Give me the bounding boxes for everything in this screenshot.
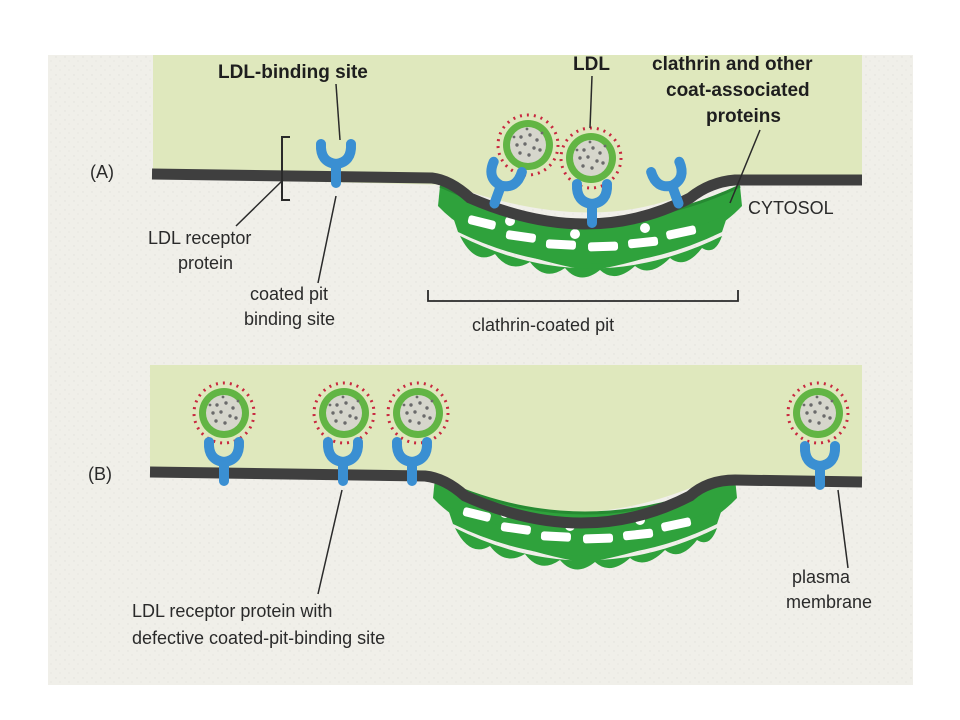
cytosol-label: CYTOSOL [748,198,834,218]
plasma-membrane-b [149,466,863,529]
clathrin-label-line3: proteins [706,106,781,127]
ldl-label: LDL [573,54,610,75]
ldl-particle-b4 [786,381,850,445]
clathrin-label-line2: coat-associated [666,80,810,101]
receptor-bracket [281,136,290,201]
ldl-particle-a1 [496,113,560,177]
panel-a-label: (A) [90,162,114,182]
ldl-particle-a2 [559,126,623,190]
panel-b: (B) LDL receptor protein with defective … [88,381,872,648]
pit-site-label-line2: binding site [244,309,335,329]
panel-b-background [48,357,913,685]
ldl-particle-b2 [312,381,376,445]
plasma-membrane-label-line1: plasma [792,567,851,587]
receptor-label-line2: protein [178,253,233,273]
pit-site-label-line1: coated pit [250,284,328,304]
plasma-membrane-label-line2: membrane [786,592,872,612]
panel-a: (A) LDL-binding site LDL clathrin and ot… [90,54,862,335]
panel-b-label: (B) [88,464,112,484]
ldl-binding-site-label: LDL-binding site [218,62,368,83]
receptor-label-line1: LDL receptor [148,228,251,248]
clathrin-label-line1: clathrin and other [652,54,813,75]
defective-label-line1: LDL receptor protein with [132,601,332,621]
coated-pit-label: clathrin-coated pit [472,315,614,335]
plasma-membrane-a [151,168,862,230]
ldl-particle-b3 [386,381,450,445]
defective-label-line2: defective coated-pit-binding site [132,628,385,648]
coated-pit-bracket [427,290,739,302]
ldl-particle-b1 [192,381,256,445]
